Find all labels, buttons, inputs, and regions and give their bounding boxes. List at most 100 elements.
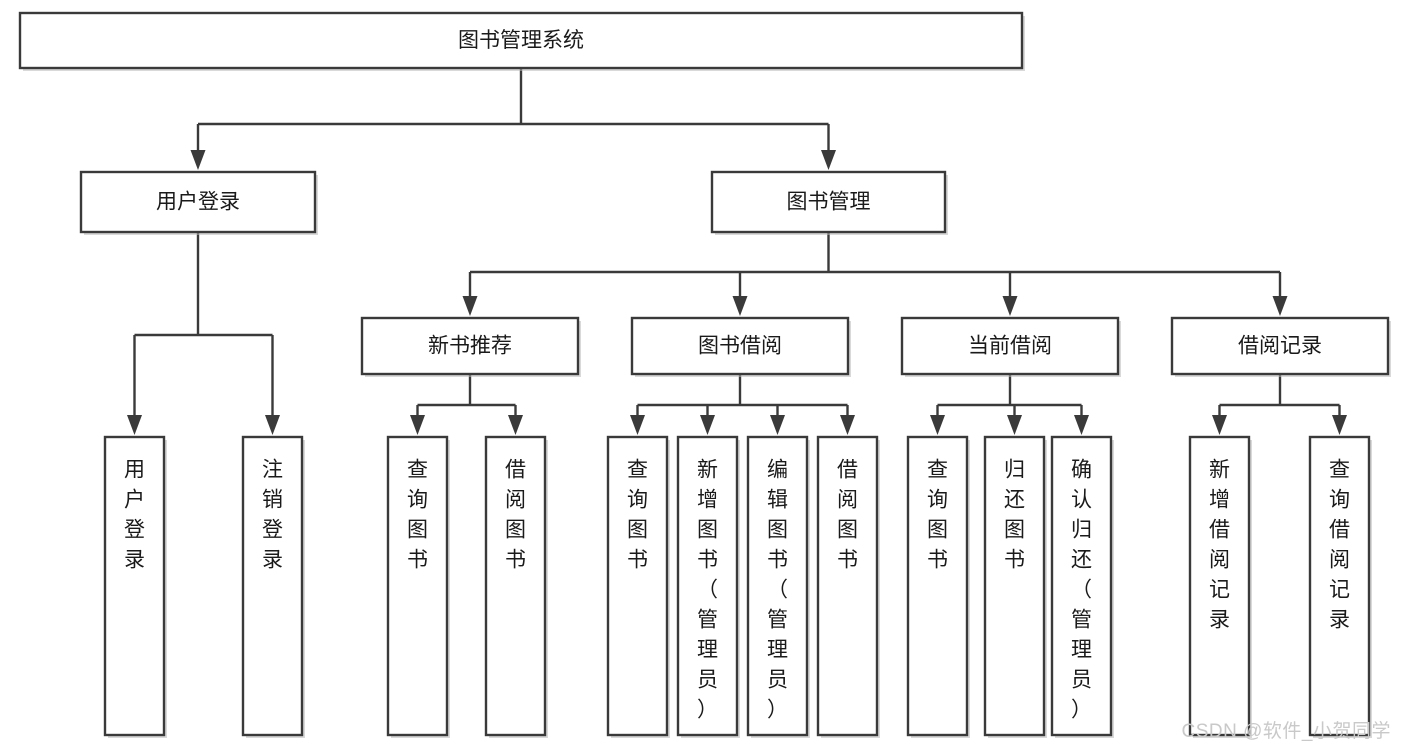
- node-recommend-borrow-book[interactable]: 借阅图书借阅图书: [0, 0, 548, 738]
- node-label-char: 阅: [1209, 549, 1230, 572]
- arrow-head-icon: [1332, 415, 1347, 435]
- node-label-char: 阅: [505, 489, 526, 512]
- node-label-char: （: [767, 579, 788, 602]
- node-label-char: 查: [927, 459, 948, 482]
- node-label-char: 新: [1209, 459, 1230, 482]
- node-label-char: 书: [927, 549, 948, 572]
- node-label-char: 查: [407, 459, 428, 482]
- node-label: 用户登录: [156, 191, 240, 214]
- node-label-char: 员: [767, 669, 788, 692]
- node-label-char: 借: [837, 459, 858, 482]
- node-label-char: 录: [124, 549, 145, 572]
- node-record-query[interactable]: 查询借阅记录查询借阅记录: [0, 0, 1372, 738]
- node-label-char: 员: [1071, 669, 1092, 692]
- node-label-char: 理: [1071, 639, 1092, 662]
- node-label: 借阅记录: [1238, 335, 1322, 358]
- node-label-char: 借: [505, 459, 526, 482]
- arrow-head-icon: [1272, 296, 1288, 316]
- node-user-login[interactable]: 用户登录: [79, 170, 318, 235]
- node-label-char: 还: [1071, 549, 1092, 572]
- node-label-char: 询: [927, 489, 948, 512]
- node-label-char: 编: [767, 459, 788, 482]
- node-label-char: 记: [1209, 579, 1230, 602]
- node-record-add[interactable]: 新增借阅记录新增借阅记录: [0, 0, 1252, 738]
- arrow-head-icon: [821, 150, 836, 170]
- arrow-head-icon: [840, 415, 855, 435]
- node-new-book-recommend[interactable]: 新书推荐: [360, 316, 581, 377]
- arrow-head-icon: [732, 296, 748, 316]
- node-label-char: 借: [1209, 519, 1230, 542]
- node-borrow-record[interactable]: 借阅记录: [1170, 316, 1391, 377]
- node-label-char: 登: [262, 519, 283, 542]
- node-book-management[interactable]: 图书管理: [710, 170, 948, 235]
- node-label-char: 书: [407, 549, 428, 572]
- node-label-char: 查: [627, 459, 648, 482]
- node-label-char: 图: [767, 519, 788, 542]
- node-label: 当前借阅: [968, 335, 1052, 358]
- node-label-char: 管: [767, 609, 788, 632]
- arrow-head-icon: [508, 415, 523, 435]
- node-label-char: 管: [697, 609, 718, 632]
- node-label-char: 认: [1071, 489, 1092, 512]
- node-label-char: 图: [697, 519, 718, 542]
- node-label: 图书管理: [787, 191, 871, 214]
- node-label-char: 录: [262, 549, 283, 572]
- node-label-char: 借: [1329, 519, 1350, 542]
- node-borrow-borrow-book[interactable]: 借阅图书借阅图书: [0, 0, 880, 738]
- node-label-char: 书: [627, 549, 648, 572]
- node-label-char: 询: [407, 489, 428, 512]
- node-label-char: 增: [1209, 489, 1230, 512]
- node-label-char: 还: [1004, 489, 1025, 512]
- node-label-char: 图: [505, 519, 526, 542]
- node-recommend-query-book[interactable]: 查询图书查询图书: [0, 0, 450, 738]
- arrow-head-icon: [630, 415, 645, 435]
- node-label-char: 录: [1209, 609, 1230, 632]
- node-label-char: 书: [1004, 549, 1025, 572]
- node-book-borrow[interactable]: 图书借阅: [630, 316, 851, 377]
- node-current-return-book[interactable]: 归还图书归还图书: [0, 0, 1047, 738]
- node-label-char: 员: [697, 669, 718, 692]
- node-label-char: 询: [627, 489, 648, 512]
- node-current-query-book[interactable]: 查询图书查询图书: [0, 0, 970, 738]
- node-borrow-query-book[interactable]: 查询图书查询图书: [0, 0, 670, 738]
- node-label-char: 理: [767, 639, 788, 662]
- node-label: 图书借阅: [698, 335, 782, 358]
- arrow-head-icon: [265, 415, 280, 435]
- arrow-head-icon: [410, 415, 425, 435]
- node-label-char: 书: [767, 549, 788, 572]
- node-root[interactable]: 图书管理系统: [18, 11, 1025, 71]
- node-label-char: 注: [262, 459, 283, 482]
- node-label-char: 销: [262, 489, 283, 512]
- node-label-char: 归: [1004, 459, 1025, 482]
- node-label-char: 询: [1329, 489, 1350, 512]
- arrow-head-icon: [1212, 415, 1227, 435]
- node-label-char: 辑: [767, 489, 788, 512]
- node-label-char: 用: [124, 459, 145, 482]
- arrow-head-icon: [190, 150, 206, 170]
- node-label-char: 图: [837, 519, 858, 542]
- node-label-char: ）: [697, 699, 718, 722]
- node-label-char: 查: [1329, 459, 1350, 482]
- node-label-char: 阅: [837, 489, 858, 512]
- node-label-char: 记: [1329, 579, 1350, 602]
- node-label-char: 增: [697, 489, 718, 512]
- node-current-borrow[interactable]: 当前借阅: [900, 316, 1121, 377]
- node-user-logout[interactable]: 注销登录注销登录: [0, 0, 305, 738]
- node-label-char: 户: [124, 489, 145, 512]
- arrow-head-icon: [770, 415, 785, 435]
- node-label-char: 书: [697, 549, 718, 572]
- node-label-char: 归: [1071, 519, 1092, 542]
- watermark-label: CSDN @软件_小贺同学: [1181, 721, 1391, 742]
- node-label-char: 书: [837, 549, 858, 572]
- node-label-char: 新: [697, 459, 718, 482]
- node-label: 新书推荐: [428, 335, 512, 358]
- node-label-char: （: [1071, 579, 1092, 602]
- node-label-char: ）: [1071, 699, 1092, 722]
- node-label-char: （: [697, 579, 718, 602]
- node-label-char: 图: [927, 519, 948, 542]
